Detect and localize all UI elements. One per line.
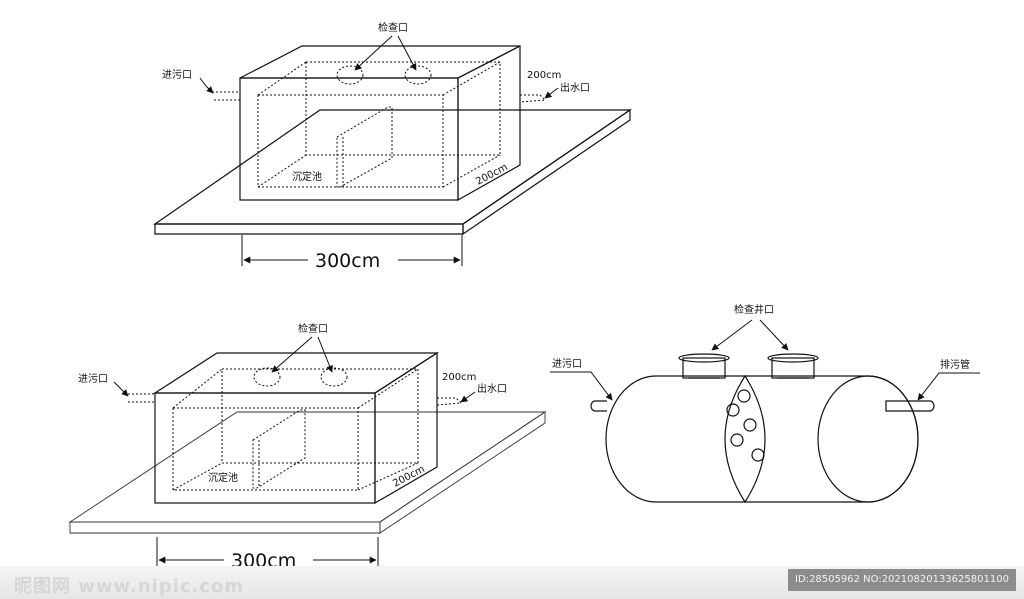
top-inspection-label: 检查口 (378, 21, 408, 34)
watermark-text: 昵图网 www.nipic.com (14, 576, 245, 597)
top-tank-diagram: 检查口 进污口 出水口 200cm 200cm 沉定池 300cm (153, 21, 632, 272)
top-outlet-label: 出水口 (560, 81, 590, 94)
bottom-left-inlet-label: 进污口 (78, 373, 108, 385)
drain-pipe-label: 排污管 (940, 358, 970, 371)
cylindrical-tank-diagram: 检查井口 进污口 排污管 (550, 303, 980, 504)
bottom-left-height-label: 200cm (442, 372, 476, 383)
top-hidden-edges (212, 61, 547, 188)
bottom-left-hidden-edges (128, 367, 463, 491)
cylindrical-callouts: 检查井口 进污口 排污管 (550, 303, 980, 401)
baffle-holes (726, 389, 765, 462)
inspection-wells (678, 353, 819, 379)
top-tank-box (239, 45, 521, 202)
bottom-left-callouts: 检查口 进污口 出水口 200cm 200cm 沉定池 (78, 322, 507, 490)
cylindrical-inlet-label: 进污口 (552, 358, 582, 370)
bottom-left-inspection-label: 检查口 (298, 322, 328, 335)
image-id-bar: ID:28505962 NO:20210820133625801100 (788, 569, 1016, 591)
top-tank-label: 沉定池 (292, 170, 322, 183)
bottom-left-tank-label: 沉定池 (208, 471, 238, 484)
bottom-left-tank-diagram: 检查口 进污口 出水口 200cm 200cm 沉定池 300cm (68, 322, 547, 572)
side-pipes (590, 400, 935, 412)
bottom-left-tank-box (152, 351, 440, 505)
bottom-left-outlet-label: 出水口 (477, 382, 507, 395)
top-depth-label: 200cm (474, 162, 509, 188)
top-base-plate (153, 108, 632, 236)
top-width-label: 300cm (315, 250, 380, 272)
inspection-well-label: 检查井口 (734, 303, 774, 316)
bottom-left-base-plate (68, 411, 547, 534)
top-height-label: 200cm (527, 70, 561, 81)
top-width-dimension: 300cm (241, 235, 463, 272)
top-inlet-label: 进污口 (162, 69, 192, 81)
